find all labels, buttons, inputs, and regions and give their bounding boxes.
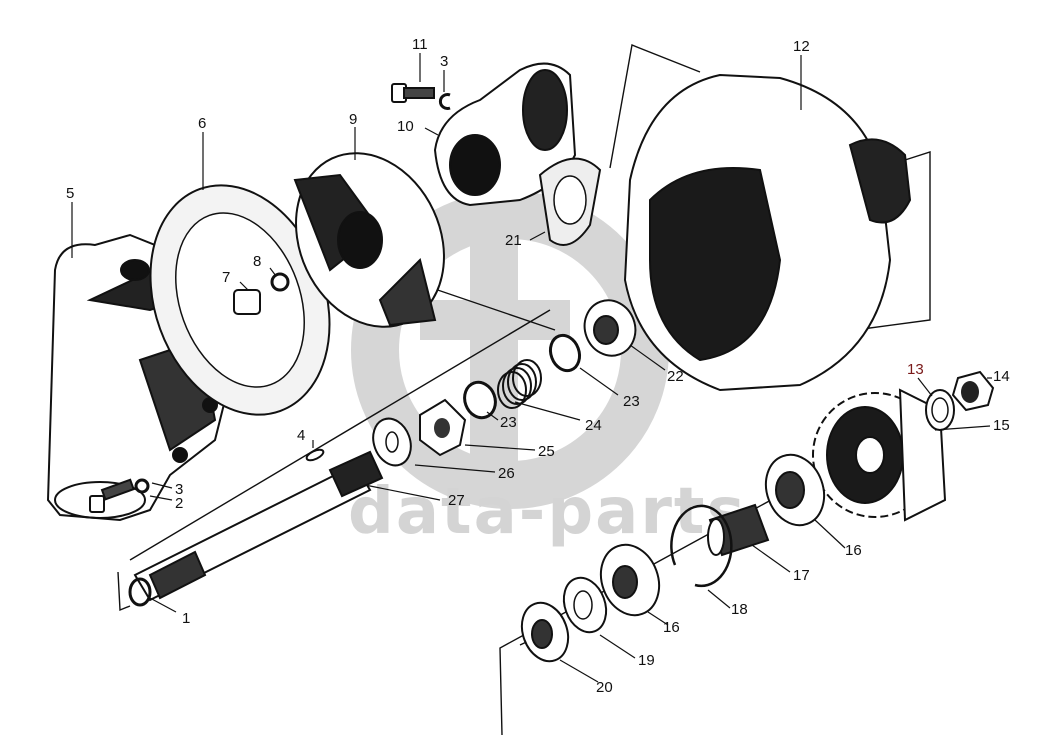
part-7-plug[interactable] [233, 289, 261, 315]
part-23-seal-ring-upper[interactable] [546, 331, 585, 374]
leader-lines [71, 53, 992, 683]
watermark-text: data-parts [348, 475, 747, 549]
label-16-lower[interactable]: 16 [663, 619, 680, 636]
label-13[interactable]: 13 [907, 361, 924, 378]
part-16-ball-bearing-lower[interactable] [591, 537, 668, 624]
part-2-bolt[interactable] [89, 478, 135, 513]
label-14[interactable]: 14 [993, 368, 1010, 385]
label-24[interactable]: 24 [585, 417, 602, 434]
part-26-washer[interactable] [367, 413, 417, 470]
part-18-snap-ring[interactable] [670, 504, 733, 588]
part-21-gasket[interactable] [538, 157, 602, 246]
label-20[interactable]: 20 [596, 679, 613, 696]
part-27-pump-shaft[interactable] [133, 450, 384, 602]
part-17-spacer-sleeve[interactable] [707, 503, 770, 557]
label-9[interactable]: 9 [349, 111, 357, 128]
part-25-retainer[interactable] [419, 398, 467, 457]
part-11-bolt[interactable] [391, 83, 435, 103]
part-24-spring[interactable] [497, 359, 542, 409]
label-15[interactable]: 15 [993, 417, 1010, 434]
part-16-ball-bearing-upper[interactable] [756, 447, 833, 534]
label-10[interactable]: 10 [397, 118, 414, 135]
label-8[interactable]: 8 [253, 253, 261, 270]
part-13-tab-washer[interactable] [925, 389, 955, 431]
watermark-logo [351, 191, 669, 509]
label-23-lower[interactable]: 23 [500, 414, 517, 431]
label-18[interactable]: 18 [731, 601, 748, 618]
label-17[interactable]: 17 [793, 567, 810, 584]
label-16-upper[interactable]: 16 [845, 542, 862, 559]
label-4[interactable]: 4 [297, 427, 305, 444]
part-20-shaft-seal[interactable] [514, 596, 576, 667]
label-21[interactable]: 21 [505, 232, 522, 249]
part-14-nut[interactable] [951, 370, 995, 412]
part-8-seal-ring[interactable] [270, 272, 290, 292]
label-11[interactable]: 11 [412, 36, 428, 53]
label-27[interactable]: 27 [448, 492, 465, 509]
part-15-gear-wheel[interactable] [812, 388, 947, 522]
label-7[interactable]: 7 [222, 269, 230, 286]
part-9-impeller[interactable] [269, 129, 472, 351]
part-10-outlet-elbow[interactable] [433, 62, 577, 207]
label-5[interactable]: 5 [66, 185, 74, 202]
part-3-lock-washer-side[interactable] [134, 478, 150, 494]
label-26[interactable]: 26 [498, 465, 515, 482]
part-1-circlip[interactable] [128, 577, 152, 607]
part-labels: 1 2 3 4 5 6 7 8 9 10 11 3 12 13 14 15 16… [66, 36, 1010, 696]
part-3-lock-washer-top[interactable] [438, 93, 451, 110]
label-12[interactable]: 12 [793, 38, 810, 55]
label-19[interactable]: 19 [638, 652, 655, 669]
label-6[interactable]: 6 [198, 115, 206, 132]
label-23-upper[interactable]: 23 [623, 393, 640, 410]
label-2[interactable]: 2 [175, 495, 183, 512]
part-23-seal-ring-lower[interactable] [460, 378, 501, 422]
label-3-side[interactable]: 3 [175, 481, 183, 498]
part-19-shim-washer[interactable] [557, 572, 614, 638]
part-12-pump-housing[interactable] [623, 73, 912, 392]
label-25[interactable]: 25 [538, 443, 555, 460]
part-22-shaft-seal[interactable] [577, 293, 643, 363]
part-4-woodruff-key[interactable] [305, 448, 325, 463]
label-22[interactable]: 22 [667, 368, 684, 385]
label-1[interactable]: 1 [182, 610, 190, 627]
label-3-top[interactable]: 3 [440, 53, 448, 70]
